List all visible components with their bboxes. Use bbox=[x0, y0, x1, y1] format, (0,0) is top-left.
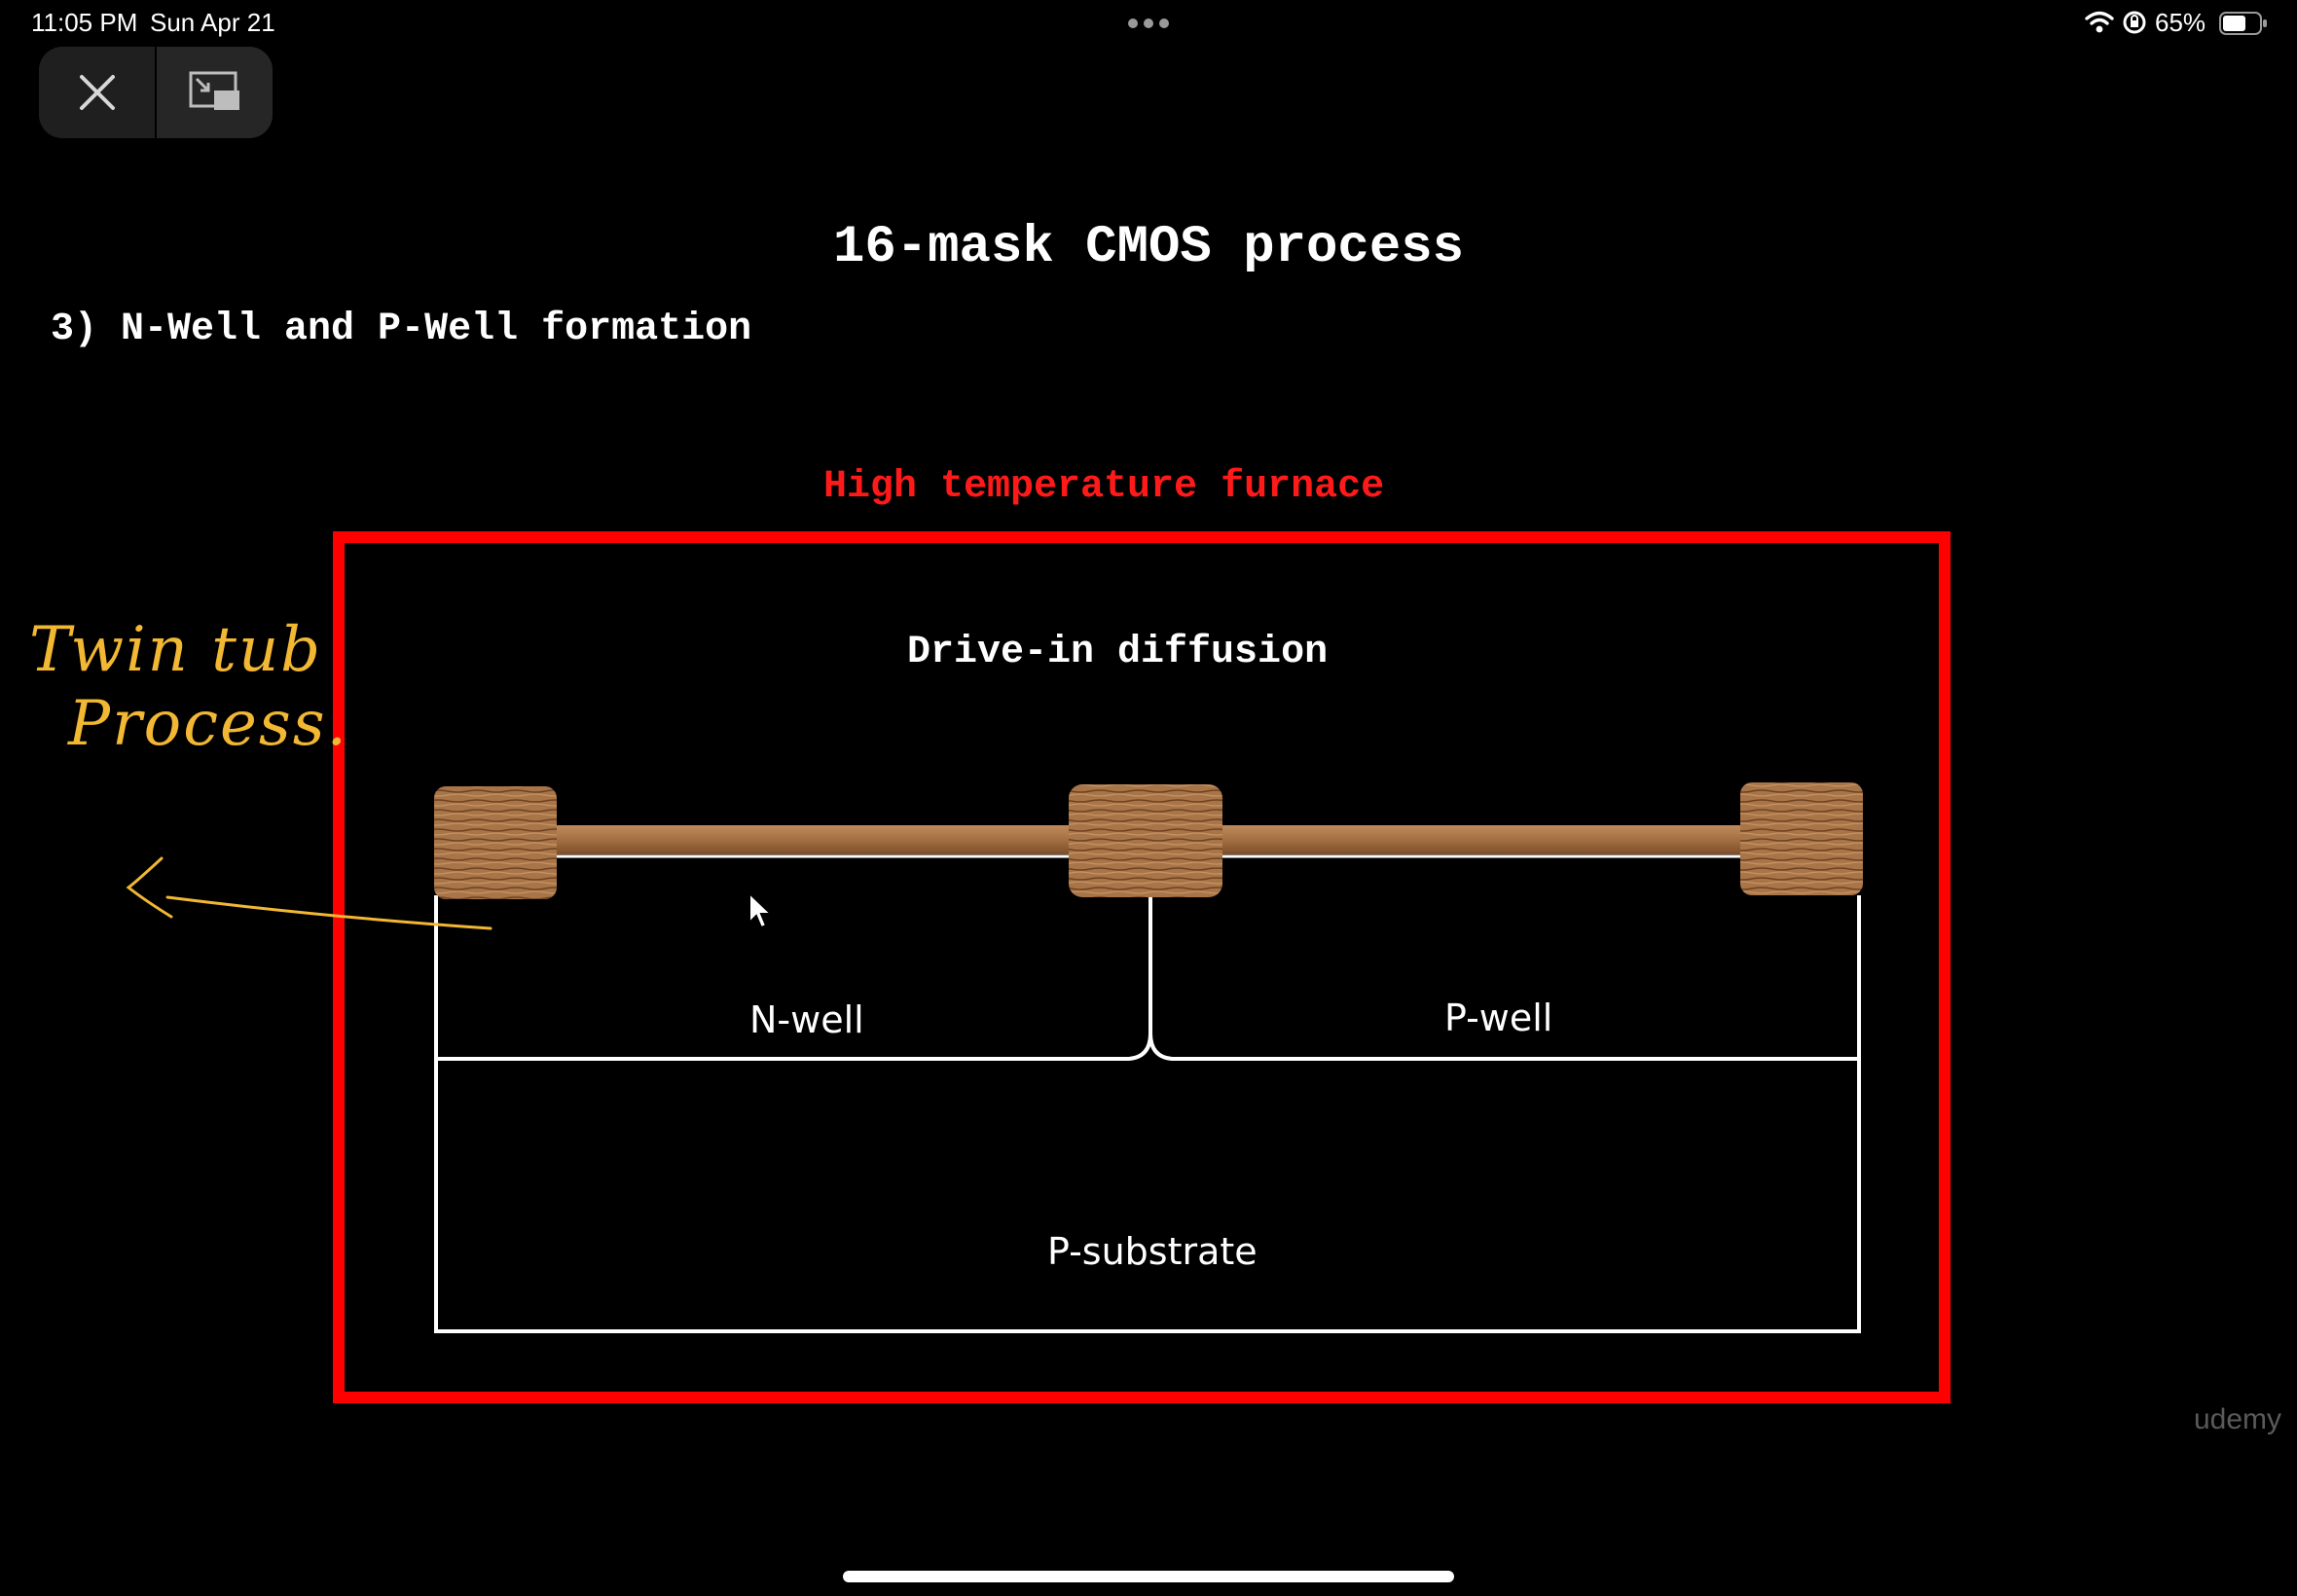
slide-subtitle: 3) N-Well and P-Well formation bbox=[51, 308, 752, 351]
picture-in-picture-button[interactable] bbox=[155, 47, 273, 138]
p-substrate-label: P-substrate bbox=[1047, 1230, 1258, 1273]
furnace-box bbox=[333, 531, 1951, 1403]
battery-icon bbox=[2219, 12, 2267, 35]
wifi-icon bbox=[2085, 11, 2114, 33]
more-dots-icon[interactable] bbox=[1125, 10, 1172, 39]
furnace-label: High temperature furnace bbox=[823, 465, 1385, 509]
process-label: Drive-in diffusion bbox=[907, 631, 1329, 674]
udemy-watermark: udemy bbox=[2194, 1403, 2282, 1435]
picture-in-picture-icon bbox=[189, 71, 239, 110]
status-date: Sun Apr 21 bbox=[150, 8, 275, 37]
close-button[interactable] bbox=[39, 47, 155, 138]
mouse-cursor-icon bbox=[748, 891, 774, 929]
video-controls bbox=[39, 47, 273, 138]
annotation-line-2: Process. bbox=[68, 688, 348, 760]
close-icon bbox=[79, 75, 115, 110]
rotation-lock-icon bbox=[2123, 11, 2146, 34]
status-time: 11:05 PM bbox=[31, 8, 138, 37]
status-bar: 11:05 PM Sun Apr 21 65% bbox=[0, 0, 2297, 49]
annotation-line-1: Twin tub bbox=[29, 614, 323, 686]
battery-percent: 65% bbox=[2155, 8, 2206, 37]
slide-title: 16-mask CMOS process bbox=[832, 218, 1465, 277]
n-well-label: N-well bbox=[749, 998, 864, 1041]
p-well-label: P-well bbox=[1444, 997, 1553, 1039]
home-indicator[interactable] bbox=[843, 1571, 1454, 1582]
